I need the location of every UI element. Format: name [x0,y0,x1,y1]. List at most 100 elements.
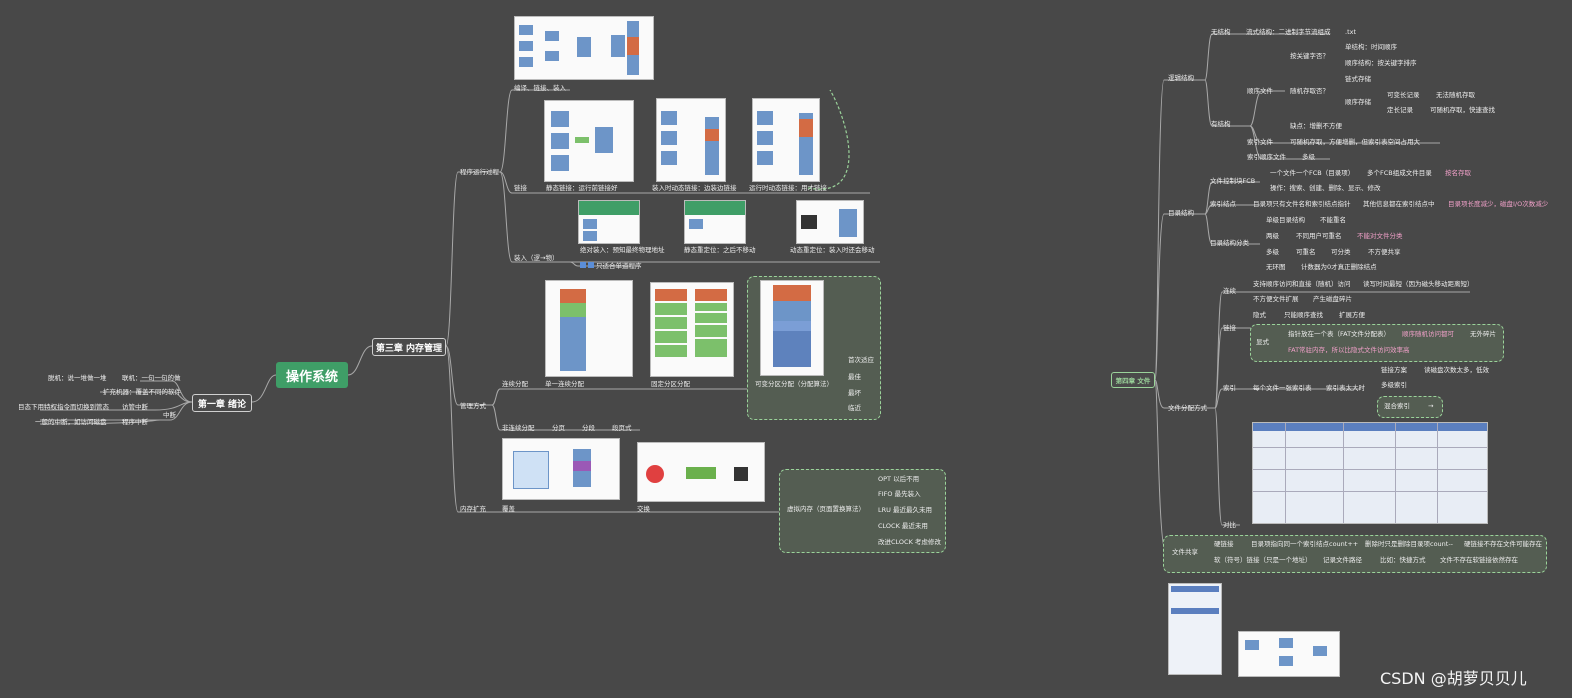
ch1-item: 扩充机器：覆盖不同的软件 [103,388,181,396]
ch1-item: 程序中断 [122,418,148,426]
static-relocation-diagram [684,200,746,244]
fix-len: 定长记录 [1387,106,1413,114]
variable-partition: 可变分区分配（分配算法） [755,380,833,388]
chapter3-node[interactable]: 第三章 内存管理 [372,338,446,356]
load-label: 装入（逻→物） [514,254,559,262]
ch1-item: 一般的中断，如访问磁盘 [35,418,107,426]
seq-file: 顺序文件 [1247,87,1273,95]
c1: 支持顺序访问和直接（随机）访问 [1253,280,1351,288]
inode2: 其他信息都在索引结点中 [1363,200,1435,208]
mla: 可重名 [1296,248,1316,256]
l2: 两级 [1266,232,1279,240]
mixed-index-group [1377,396,1443,418]
load-cap: 动态重定位：装入时还会移动 [790,246,875,254]
index: 索引 [1223,384,1236,392]
root-node[interactable]: 操作系统 [276,362,348,388]
random-q: 随机存取否？ [1290,87,1329,95]
single-contig-diagram [545,280,633,377]
dir-classes: 目录结构分类 [1210,239,1249,247]
load-cap: 绝对装入：预知最终物理地址 [580,246,665,254]
l1: 单级目录结构 [1266,216,1305,224]
comparison-table [1252,422,1488,524]
swap-diagram [637,442,765,502]
algo-item: 首次适应 [848,356,874,364]
inode: 索引结点 [1210,200,1236,208]
load-cap: 静态重定位：之后不移动 [684,246,756,254]
has-structure: 有结构 [1211,120,1231,128]
fat-table-image [1168,583,1222,675]
link-cap: 运行时动态链接：用才链接 [749,184,827,192]
swap-label: 交换 [637,505,650,513]
index-file: 索引文件 [1247,138,1273,146]
seq-struct: 顺序结构：按关键字排序 [1345,59,1417,67]
seq-store: 顺序存储 [1345,98,1371,106]
variable-partition-diagram [760,280,824,376]
mlc: 不方便共享 [1368,248,1401,256]
flag-icon [580,262,586,268]
random-fast: 可随机存取，快速查找 [1430,106,1495,114]
absolute-load-diagram [578,200,640,244]
s3: 文件不存在软链接依然存在 [1440,556,1518,564]
acyc: 无环图 [1266,263,1286,271]
e3: 无外碎片 [1470,330,1496,338]
x4: 读磁盘次数太多，低效 [1424,366,1489,374]
chapter1-node[interactable]: 第一章 绪论 [192,394,252,412]
h1: 目录项指向同一个索引结点count++ [1251,540,1359,548]
chain-store: 链式存储 [1345,75,1371,83]
replace-algo: LRU 最近最久未用 [878,506,932,514]
x5: 多级索引 [1381,381,1407,389]
x1: 每个文件一张索引表 [1253,384,1312,392]
algo-item: 最佳 [848,373,861,381]
index-seq-file: 索引顺序文件 [1247,153,1286,161]
overlay-diagram [502,438,620,500]
replace-algo: OPT 以后不用 [878,475,920,483]
alloc-methods: 文件分配方式 [1168,404,1207,412]
l1a: 不能重名 [1320,216,1346,224]
expand-label: 内存扩充 [460,505,486,513]
inode1: 目录项只有文件名和索引结点指针 [1253,200,1351,208]
overlay-label: 覆盖 [502,505,515,513]
l2a: 不同用户可重名 [1296,232,1342,240]
ml: 多级 [1266,248,1279,256]
load-time-link-diagram [656,98,726,182]
dynamic-relocation-diagram [796,200,864,244]
fcb2: 多个FCB组成文件目录 [1367,169,1432,177]
single-program-note: 只适合单道程序 [596,262,642,270]
e4: FAT常驻内存，所以比隐式文件访问效率高 [1288,346,1410,354]
ch1-item: 联机：一句一句的做 [122,374,181,382]
single-contig: 单一连续分配 [545,380,584,388]
virtual-memory: 虚拟内存（页面置换算法） [787,505,865,513]
ch1-item: 访管中断 [122,403,148,411]
replace-algo: 改进CLOCK 考虑修改 [878,538,941,546]
arrow-icon: → [1428,402,1434,410]
replace-algo: FIFO 最先装入 [878,490,921,498]
h2: 删除时只是删除目录项count-- [1365,540,1454,548]
replace-algo: CLOCK 最近未用 [878,522,928,530]
s2: 比如：快捷方式 [1380,556,1426,564]
index-diagram-image [1238,631,1340,677]
l2b: 不能对文件分类 [1357,232,1403,240]
acyca: 计数器为0才真正删除结点 [1301,263,1377,271]
runtime-link-diagram [752,98,820,182]
file-share: 文件共享 [1172,548,1198,556]
compile-diagram [514,16,654,80]
fixed-partition: 固定分区分配 [651,380,690,388]
explicit: 显式 [1256,338,1269,346]
static-link-diagram [544,100,634,182]
chapter4-node[interactable]: 第四章 文件 [1111,372,1155,388]
x6: 混合索引 [1384,402,1410,410]
e2: 顺序随机访问都可 [1402,330,1454,338]
c2: 读写时间最短（因为磁头移动距离短） [1363,280,1474,288]
no-structure: 无结构 [1211,28,1231,36]
compare: 对比 [1223,521,1236,529]
soft-link: 软（符号）链接（只是一个地址） [1214,556,1312,564]
ch1-item: 脱机：说一堆做一堆 [48,374,107,382]
algo-item: 最坏 [848,389,861,397]
manage-label: 管理方式 [460,402,486,410]
seg-page: 段页式 [612,424,632,432]
ordered-access: 按名存取 [1445,169,1471,177]
i1: 只能顺序查找 [1284,311,1323,319]
logical-structure: 逻辑结构 [1168,74,1194,82]
fcb1: 一个文件一个FCB（目录项） [1270,169,1355,177]
dir-structure: 目录结构 [1168,209,1194,217]
